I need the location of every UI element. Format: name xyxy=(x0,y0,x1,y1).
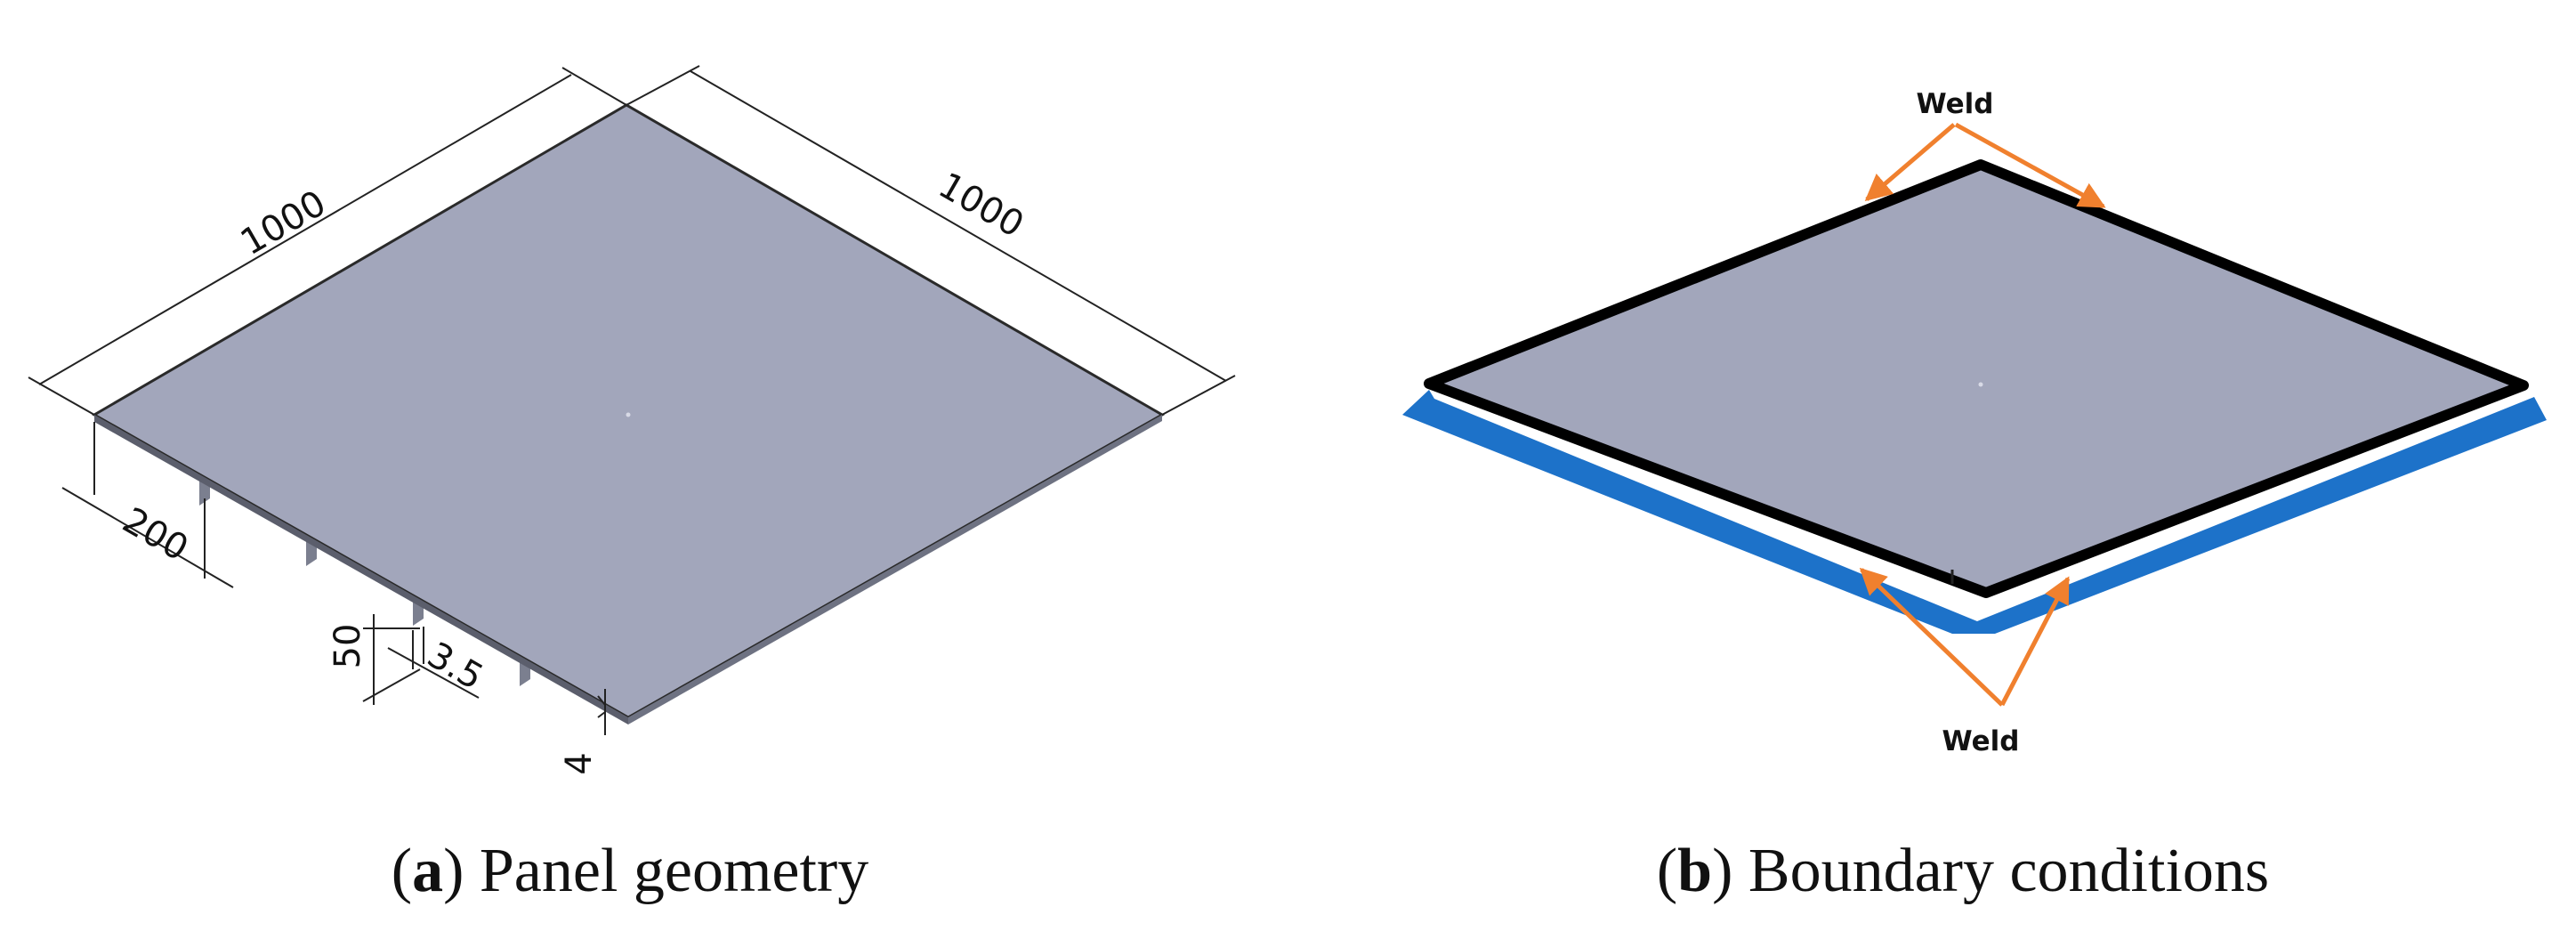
dim-plate-thickness-label: 4 xyxy=(559,752,600,774)
weld-arrows-bottom xyxy=(1859,567,2071,707)
weld-label-top: Weld xyxy=(1917,88,1994,120)
dimension-stiffener-height xyxy=(362,614,421,705)
dim-height-label: 50 xyxy=(327,624,368,669)
weld-label-bottom: Weld xyxy=(1942,725,2020,757)
dimension-length-left xyxy=(28,67,627,416)
dim-length-left-label: 1000 xyxy=(234,182,333,263)
panel-b-boundary: Weld Weld (b) Boundary conditions xyxy=(1402,88,2547,905)
dim-thickness-stiffener-label: 3.5 xyxy=(420,635,489,699)
dim-length-right-label: 1000 xyxy=(932,165,1030,246)
plate-center-mark xyxy=(626,412,631,417)
caption-b: (b) Boundary conditions xyxy=(1657,837,2269,905)
plate-top-face-b xyxy=(1424,159,2529,598)
dimension-plate-thickness xyxy=(597,689,606,735)
caption-a: (a) Panel geometry xyxy=(392,837,869,905)
plate-front-edge xyxy=(94,415,628,724)
dimension-stiffener-thickness xyxy=(387,627,480,699)
dimension-stiffener-spacing xyxy=(61,422,234,588)
plate-center-mark-b xyxy=(1978,382,1983,387)
plate-right-edge xyxy=(628,415,1162,724)
panel-a-geometry: 1000 1000 200 50 3.5 xyxy=(28,65,1236,905)
weld-arrows-top xyxy=(1864,122,2106,209)
dimension-length-right xyxy=(626,65,1236,416)
